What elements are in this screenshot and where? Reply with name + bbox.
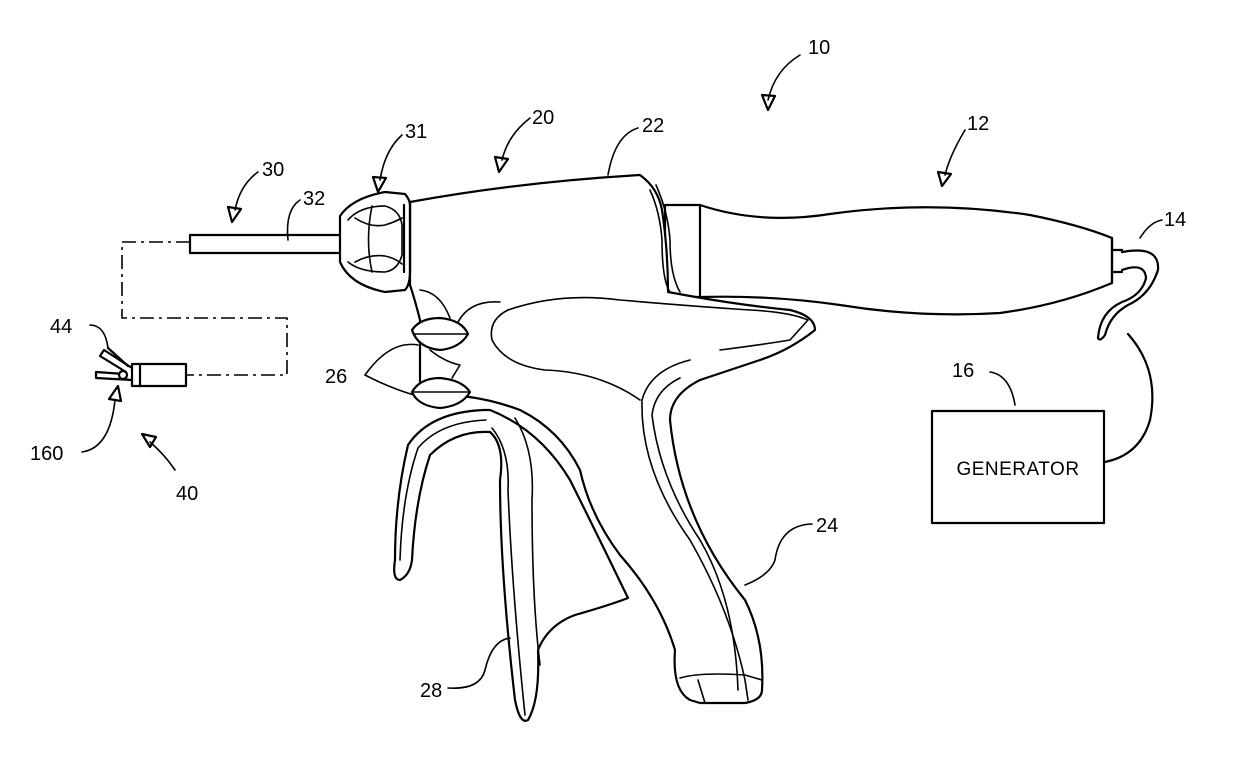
label-160: 160 [30, 443, 63, 465]
label-12: 12 [967, 113, 989, 135]
label-20: 20 [532, 107, 554, 129]
label-30: 30 [262, 159, 284, 181]
label-28: 28 [420, 680, 442, 702]
label-14: 14 [1164, 209, 1186, 231]
generator-label: GENERATOR [956, 459, 1079, 480]
label-10: 10 [808, 37, 830, 59]
end-effector [96, 348, 186, 386]
label-22: 22 [642, 115, 664, 137]
label-31: 31 [405, 121, 427, 143]
break-lines [122, 242, 287, 375]
label-16: 16 [952, 360, 974, 382]
label-26: 26 [325, 366, 347, 388]
label-44: 44 [50, 316, 72, 338]
label-24: 24 [816, 515, 838, 537]
rotation-knob [340, 192, 410, 292]
label-32: 32 [303, 188, 325, 210]
shaft [190, 235, 340, 253]
label-40: 40 [176, 483, 198, 505]
generator-box: GENERATOR [932, 411, 1104, 523]
handle-assembly [665, 205, 1122, 314]
